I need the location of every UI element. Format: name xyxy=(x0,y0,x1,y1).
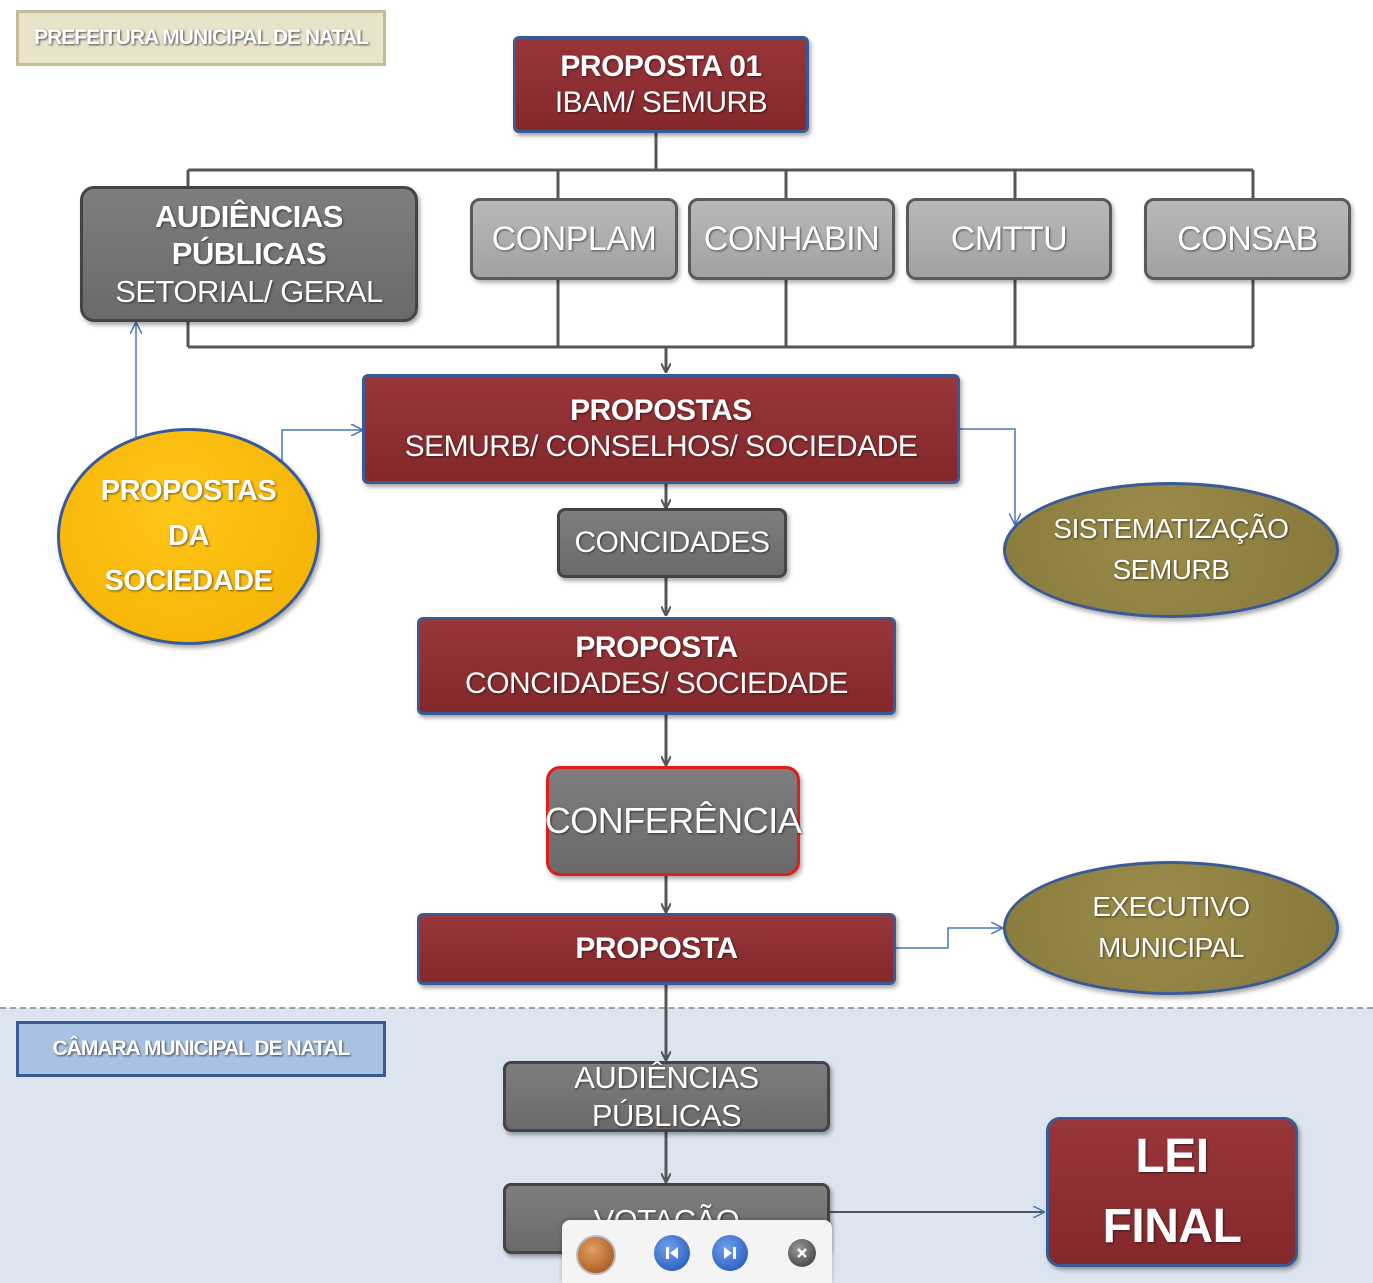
close-icon[interactable] xyxy=(788,1239,816,1267)
audiencias-publicas-node: AUDIÊNCIAS PÚBLICAS xyxy=(503,1060,830,1133)
propostas-sociedade-node: PROPOSTAS DA SOCIEDADE xyxy=(57,428,320,645)
conplam-node: CONPLAM xyxy=(470,198,678,280)
prefeitura-label: PREFEITURA MUNICIPAL DE NATAL xyxy=(16,10,386,66)
conhabin-node: CONHABIN xyxy=(688,198,895,280)
consab-node: CONSAB xyxy=(1144,198,1351,280)
propostas-node: PROPOSTAS SEMURB/ CONSELHOS/ SOCIEDADE xyxy=(362,374,960,484)
cmttu-node: CMTTU xyxy=(906,198,1112,280)
proposta-final-node: PROPOSTA xyxy=(417,913,896,985)
proposta-01-node: PROPOSTA 01 IBAM/ SEMURB xyxy=(513,36,809,133)
lei-final-node: LEI FINAL xyxy=(1046,1117,1298,1267)
conferencia-node: CONFERÊNCIA xyxy=(545,766,802,876)
camara-label: CÂMARA MUNICIPAL DE NATAL xyxy=(16,1021,386,1077)
concidades-node: CONCIDADES xyxy=(557,508,787,578)
slideshow-toolbar xyxy=(562,1220,832,1283)
menu-icon[interactable] xyxy=(576,1235,616,1275)
previous-icon[interactable] xyxy=(654,1235,690,1271)
audiencias-setorial-node: AUDIÊNCIAS PÚBLICAS SETORIAL/ GERAL xyxy=(80,186,418,322)
executivo-municipal-node: EXECUTIVO MUNICIPAL xyxy=(1003,861,1339,995)
zone-divider xyxy=(0,1007,1373,1009)
proposta-concidades-node: PROPOSTA CONCIDADES/ SOCIEDADE xyxy=(417,617,896,715)
next-icon[interactable] xyxy=(712,1235,748,1271)
sistematizacao-node: SISTEMATIZAÇÃO SEMURB xyxy=(1003,482,1339,618)
